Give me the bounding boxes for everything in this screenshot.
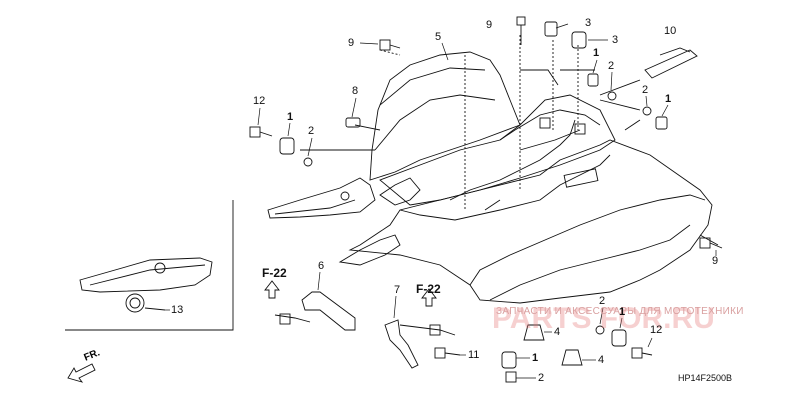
callout-12: 12 (253, 95, 266, 107)
callout-13: 13 (171, 304, 184, 316)
callout-3: 3 (612, 34, 619, 46)
callout-12: 12 (650, 324, 663, 336)
callout-9: 9 (348, 37, 355, 49)
callout-8: 8 (352, 85, 359, 97)
frame-ref-f22: F-22 (416, 282, 441, 296)
callout-4: 4 (554, 326, 561, 338)
watermark-tagline: ЗАПЧАСТИ И АКСЕССУАРЫ ДЛЯ МОТОТЕХНИКИ (496, 306, 744, 317)
callout-4: 4 (598, 354, 605, 366)
callout-1: 1 (287, 111, 294, 123)
callout-2: 2 (538, 372, 545, 384)
front-fender-outline (369, 51, 521, 181)
clip-part (644, 49, 698, 79)
f22-arrow-left (264, 280, 280, 299)
frame-ref-f22: F-22 (262, 266, 287, 280)
callout-6: 6 (318, 260, 325, 272)
callout-1: 1 (665, 93, 672, 105)
callout-5: 5 (435, 31, 442, 43)
callout-3: 3 (585, 17, 592, 29)
callout-9: 9 (486, 19, 493, 31)
bracket-7 (384, 319, 419, 369)
callout-1: 1 (593, 47, 600, 59)
callout-9: 9 (712, 255, 719, 267)
callout-2: 2 (642, 84, 649, 96)
fr-arrow-icon (67, 363, 96, 383)
callout-2: 2 (308, 125, 315, 137)
callout-7: 7 (394, 284, 401, 296)
watermark-brand: PARTS FOR.RU (492, 302, 715, 335)
side-rail (267, 177, 376, 219)
f22-arrow-right (421, 288, 437, 307)
bracket-6 (301, 291, 356, 331)
callout-1: 1 (532, 352, 539, 364)
callout-2: 2 (608, 60, 615, 72)
callout-2: 2 (599, 295, 606, 307)
callout-10: 10 (664, 25, 677, 37)
callout-11: 11 (468, 349, 480, 361)
diagram-code: HP14F2500B (678, 373, 733, 383)
callout-1: 1 (619, 306, 626, 318)
